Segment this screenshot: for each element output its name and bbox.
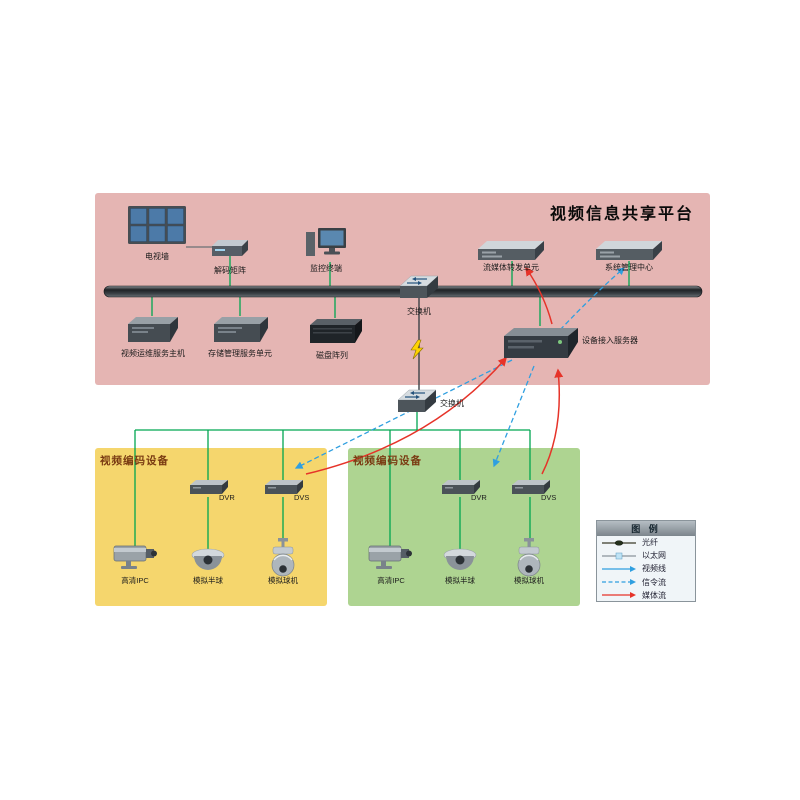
- media-flow-icon: [602, 592, 636, 599]
- switch-top-label: 交换机: [407, 307, 431, 316]
- legend-item-media-flow: 媒体流: [597, 589, 695, 602]
- ipc-right-label: 高清IPC: [377, 576, 405, 585]
- legend-item-fiber: 光纤: [597, 536, 695, 549]
- signal-flow-icon: [602, 579, 636, 586]
- switch-mid-icon: [397, 389, 437, 413]
- dvr-right-label: DVR: [471, 493, 487, 502]
- ops-host-label: 视频运维服务主机: [121, 349, 185, 358]
- switch-mid-label: 交换机: [440, 399, 464, 408]
- dvs-left-label: DVS: [294, 493, 310, 502]
- diagram-title: 视频信息共享平台: [549, 206, 694, 223]
- right-region-title: 视频编码设备: [353, 455, 422, 467]
- legend-title: 图 例: [597, 521, 695, 536]
- system-mgmt-center-label: 系统管理中心: [605, 263, 653, 272]
- monitor-terminal-label: 监控终端: [310, 264, 342, 273]
- left-encoder-region: [95, 448, 327, 606]
- legend-item-video-line: 视频线: [597, 562, 695, 575]
- legend-video-line-label: 视频线: [642, 564, 666, 574]
- legend-media-flow-label: 媒体流: [642, 590, 666, 600]
- storage-mgmt-unit-label: 存储管理服务单元: [208, 349, 272, 358]
- legend-item-signal-flow: 信令流: [597, 576, 695, 589]
- stream-forward-unit-label: 流媒体转发单元: [483, 263, 539, 272]
- ptz-right-label: 模拟球机: [514, 576, 544, 585]
- dome-right-label: 模拟半球: [445, 576, 475, 585]
- legend-item-ethernet: 以太网: [597, 549, 695, 562]
- legend-box: 图 例 光纤 以太网 视频线: [596, 520, 696, 602]
- dvr-left-label: DVR: [219, 493, 235, 502]
- tv-wall-label: 电视墙: [145, 252, 169, 261]
- left-region-title: 视频编码设备: [100, 455, 169, 467]
- legend-ethernet-label: 以太网: [642, 551, 666, 561]
- legend-signal-flow-label: 信令流: [642, 577, 666, 587]
- dome-left-label: 模拟半球: [193, 576, 223, 585]
- ptz-left-label: 模拟球机: [268, 576, 298, 585]
- decoder-label: 解码矩阵: [214, 266, 246, 275]
- video-line-icon: [602, 565, 636, 572]
- dvs-right-label: DVS: [541, 493, 557, 502]
- access-server-label: 设备接入服务器: [582, 336, 638, 345]
- disk-array-label: 磁盘阵列: [316, 351, 348, 360]
- ipc-left-label: 高清IPC: [121, 576, 149, 585]
- ethernet-line-icon: [602, 552, 636, 560]
- legend-fiber-label: 光纤: [642, 538, 658, 548]
- fiber-line-icon: [602, 540, 636, 546]
